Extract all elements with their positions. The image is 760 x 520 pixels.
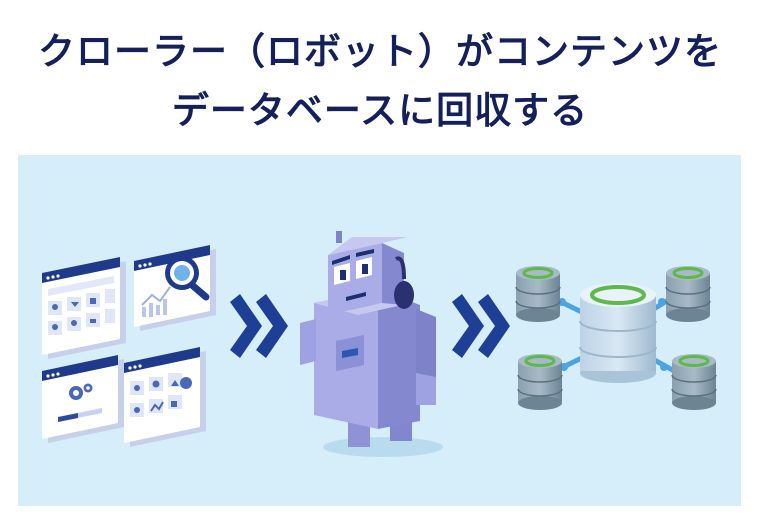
webpage-card <box>124 347 206 447</box>
webpage-card <box>42 257 126 359</box>
illustration <box>42 231 717 457</box>
database-network-illustration <box>515 266 717 410</box>
webpage-card <box>134 245 216 331</box>
diagram-title-line-1: クローラー（ロボット）がコンテンツを <box>38 30 722 73</box>
magnifier-icon <box>165 256 210 301</box>
webpage-card <box>42 355 124 443</box>
database-node <box>671 354 717 410</box>
database-node <box>665 266 711 322</box>
double-chevron-right-icon <box>452 294 510 358</box>
robot-eyes <box>332 249 374 285</box>
database-node <box>515 266 561 322</box>
robot-illustration <box>300 231 443 457</box>
gear-icon <box>69 383 93 400</box>
webpages-illustration <box>42 245 216 447</box>
central-database <box>579 283 657 383</box>
double-chevron-right-icon <box>230 294 288 358</box>
database-node <box>517 354 563 410</box>
diagram-title-line-2: データベースに回収する <box>171 89 589 132</box>
